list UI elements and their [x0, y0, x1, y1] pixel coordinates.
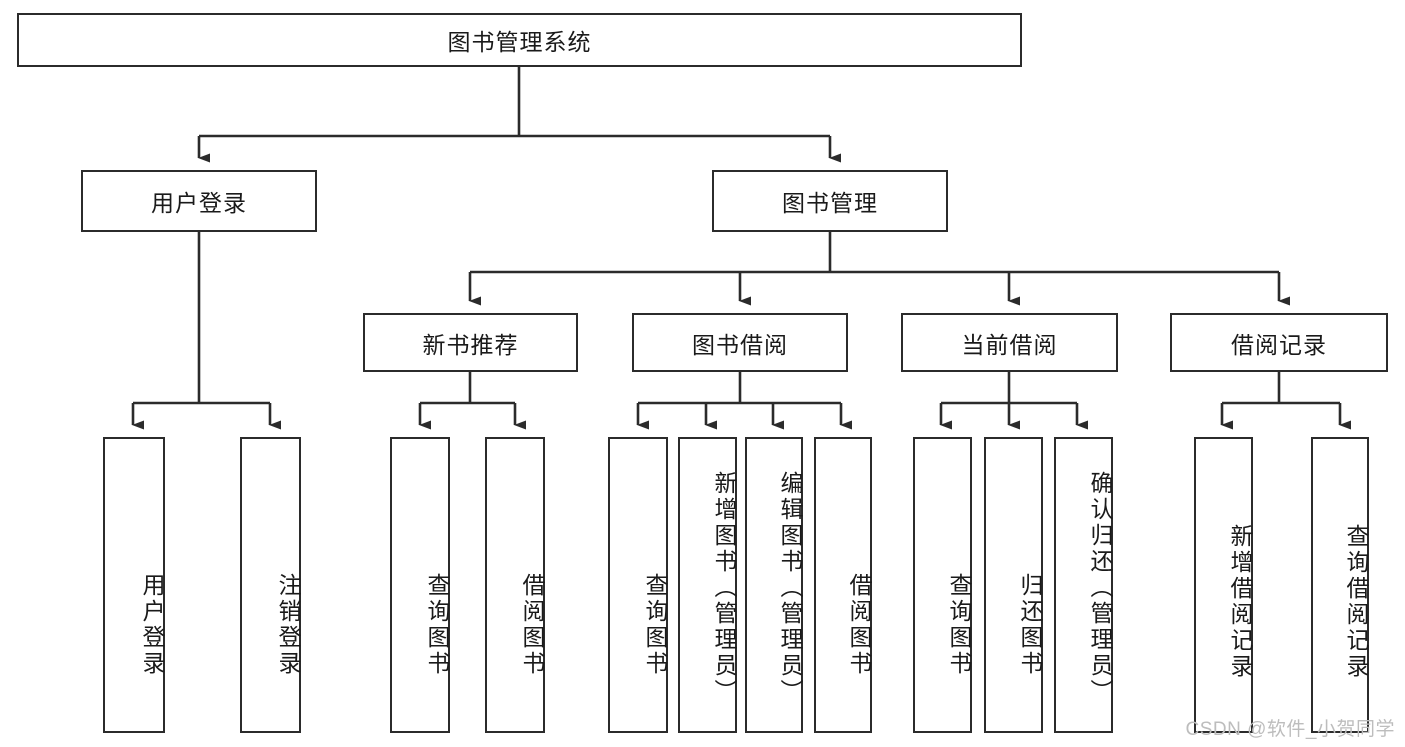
node-new-book-recommend[interactable]: 新书推荐 — [363, 313, 578, 372]
node-leaf-borrow-book-1[interactable]: 借阅图书 — [485, 437, 545, 733]
node-book-manage[interactable]: 图书管理 — [712, 170, 948, 232]
node-borrow-record[interactable]: 借阅记录 — [1170, 313, 1388, 372]
node-leaf-edit-book[interactable]: 编辑图书（管理员） — [745, 437, 803, 733]
node-leaf-borrow-book-2[interactable]: 借阅图书 — [814, 437, 872, 733]
node-leaf-logout[interactable]: 注销登录 — [240, 437, 301, 733]
node-leaf-confirm-return[interactable]: 确认归还（管理员） — [1054, 437, 1113, 733]
node-leaf-add-record[interactable]: 新增借阅记录 — [1194, 437, 1253, 733]
node-leaf-query-book-2[interactable]: 查询图书 — [608, 437, 668, 733]
node-root-system[interactable]: 图书管理系统 — [17, 13, 1022, 67]
node-user-login[interactable]: 用户登录 — [81, 170, 317, 232]
node-leaf-query-record[interactable]: 查询借阅记录 — [1311, 437, 1369, 733]
node-leaf-query-book-1[interactable]: 查询图书 — [390, 437, 450, 733]
node-current-borrow[interactable]: 当前借阅 — [901, 313, 1118, 372]
node-leaf-add-book[interactable]: 新增图书（管理员） — [678, 437, 737, 733]
node-book-borrow[interactable]: 图书借阅 — [632, 313, 848, 372]
csdn-watermark: CSDN @软件_小贺同学 — [1185, 719, 1395, 740]
node-leaf-return-book[interactable]: 归还图书 — [984, 437, 1043, 733]
node-leaf-user-login[interactable]: 用户登录 — [103, 437, 165, 733]
node-leaf-query-book-3[interactable]: 查询图书 — [913, 437, 972, 733]
